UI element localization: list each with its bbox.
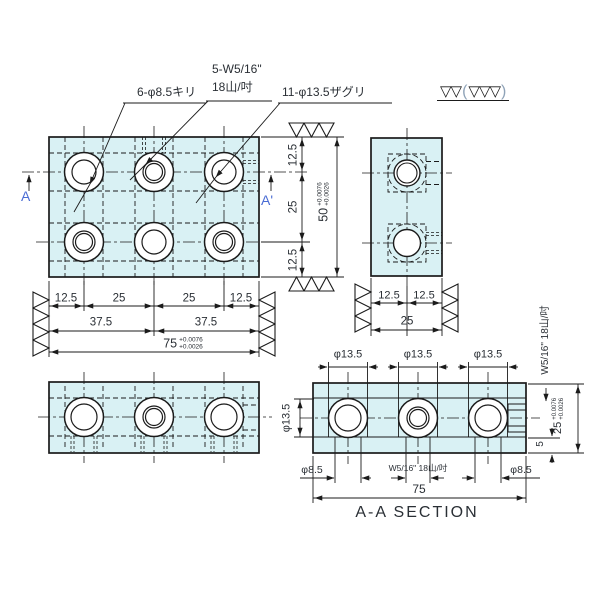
surface-finish-icon bbox=[32, 291, 276, 357]
dim-value: 75 bbox=[163, 336, 178, 351]
dim-height-1: 12.5 bbox=[287, 143, 300, 167]
section-cbore-dim-3: φ13.5 bbox=[473, 348, 503, 361]
dim-width-4: 12.5 bbox=[229, 292, 253, 305]
surface-finish-note: ▽▽ ( ▽▽▽ ) bbox=[437, 83, 510, 101]
dim-value: 50 bbox=[316, 207, 331, 222]
bracket-close: ) bbox=[501, 83, 507, 100]
dim-height-2: 25 bbox=[287, 200, 300, 214]
side-dim-2: 12.5 bbox=[413, 289, 435, 302]
callout-drill: 6-φ8.5キリ bbox=[137, 85, 197, 99]
dim-value: 25 bbox=[552, 421, 565, 435]
surface-finish-primary: ▽▽ bbox=[440, 83, 462, 100]
tol-upper: +0.0076 bbox=[179, 336, 203, 344]
section-marker-a-prime: A' bbox=[261, 192, 274, 208]
tol-upper: +0.0076 bbox=[316, 182, 324, 206]
section-cbore-dim-2: φ13.5 bbox=[403, 348, 433, 361]
tol-lower: +0.0026 bbox=[559, 397, 565, 420]
tol-lower: +0.0026 bbox=[179, 344, 203, 351]
section-overall-width-dim: 75 bbox=[412, 482, 426, 496]
tol-lower: +0.0026 bbox=[324, 182, 331, 206]
section-drill-left-dim: φ8.5 bbox=[301, 463, 323, 476]
section-view bbox=[294, 362, 584, 503]
section-overall-height-dim: 25 +0.0076 +0.0026 bbox=[552, 398, 566, 434]
section-cbore-side-dim: φ13.5 bbox=[280, 403, 293, 433]
section-title: A-A SECTION bbox=[355, 504, 479, 521]
tolerance: +0.0076 +0.0026 bbox=[552, 398, 566, 420]
bracket-open: ( bbox=[462, 83, 468, 100]
dim-overall-height: 50 +0.0076 +0.0026 bbox=[317, 182, 332, 222]
side-dim-1: 12.5 bbox=[378, 289, 400, 302]
surface-finish-icon bbox=[288, 122, 335, 292]
dim-height-3: 12.5 bbox=[287, 248, 300, 272]
tolerance: +0.0076 +0.0026 bbox=[317, 182, 332, 206]
dim-pitch-1: 37.5 bbox=[89, 316, 113, 329]
dim-overall-width: 75 +0.0076 +0.0026 bbox=[163, 337, 203, 352]
dim-pitch-2: 37.5 bbox=[194, 316, 218, 329]
callout-tap-line1: 5-W5/16" bbox=[212, 62, 262, 76]
tolerance: +0.0076 +0.0026 bbox=[179, 337, 203, 352]
callout-counterbore: 11-φ13.5ザグリ bbox=[282, 85, 366, 99]
dim-width-1: 12.5 bbox=[54, 292, 78, 305]
callout-tap-line2: 18山/吋 bbox=[212, 80, 253, 94]
surface-finish-secondary: ▽▽▽ bbox=[468, 83, 501, 100]
dim-width-2: 25 bbox=[112, 292, 126, 305]
tol-upper: +0.0076 bbox=[552, 397, 559, 420]
dim-width-3: 25 bbox=[182, 292, 196, 305]
section-tap-side-dim: W5/16" 18山/吋 bbox=[540, 305, 551, 375]
section-tap-bottom-dim: W5/16" 18山/吋 bbox=[388, 462, 448, 473]
front-view bbox=[38, 372, 272, 463]
plan-view bbox=[22, 100, 392, 288]
surface-finish-icon bbox=[354, 283, 459, 333]
section-marker-a: A bbox=[21, 188, 31, 204]
side-view bbox=[354, 128, 459, 336]
section-drill-right-dim: φ8.5 bbox=[510, 463, 532, 476]
section-cbore-dim-1: φ13.5 bbox=[333, 348, 363, 361]
section-edge-depth-dim: 5 bbox=[535, 441, 546, 447]
side-dim-overall: 25 bbox=[400, 315, 414, 328]
plan-view-dimensions bbox=[32, 122, 344, 357]
